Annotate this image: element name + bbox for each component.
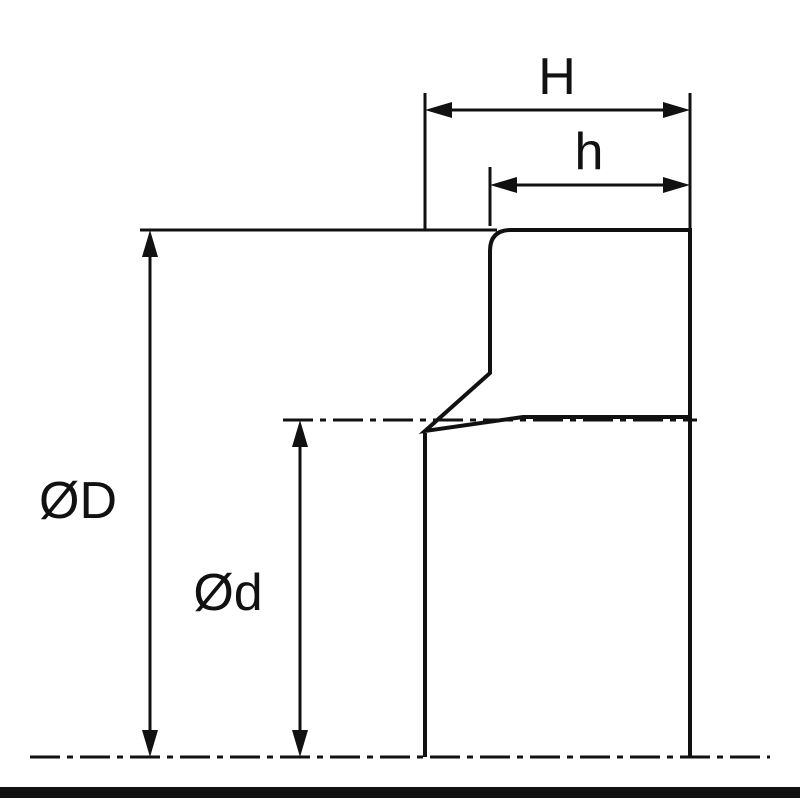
arrowhead-h-left bbox=[490, 177, 517, 193]
dim-label-Od: Ød bbox=[193, 564, 262, 622]
seal-profile-section bbox=[418, 228, 692, 434]
arrowhead-Od-bottom bbox=[292, 730, 308, 757]
dim-label-H: H bbox=[538, 48, 576, 106]
arrowhead-H-right bbox=[663, 102, 690, 118]
dim-label-OD: ØD bbox=[39, 472, 117, 530]
arrowhead-H-left bbox=[425, 102, 452, 118]
arrowhead-OD-bottom bbox=[142, 730, 158, 757]
bottom-border-bar bbox=[0, 787, 800, 798]
arrowhead-Od-top bbox=[292, 420, 308, 447]
arrowhead-h-right bbox=[663, 177, 690, 193]
arrowhead-OD-top bbox=[142, 230, 158, 257]
dim-label-h: h bbox=[575, 123, 604, 181]
